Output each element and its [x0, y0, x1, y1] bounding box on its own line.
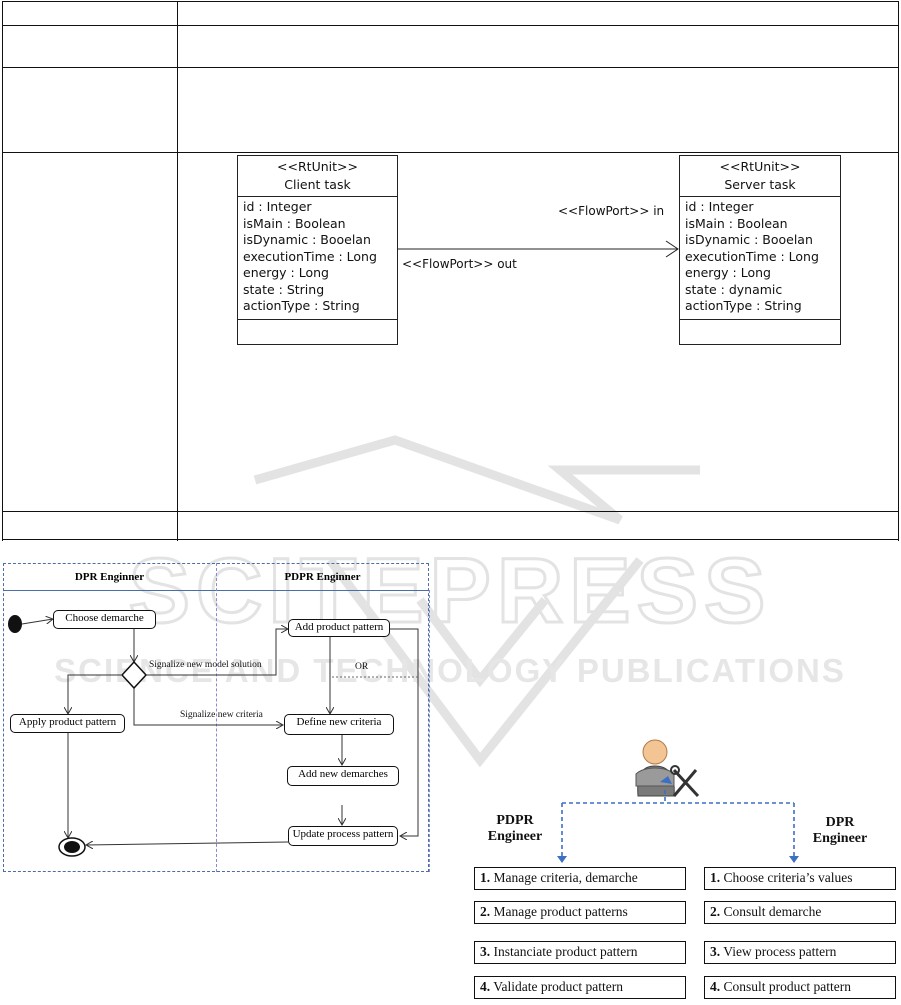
- flowport-connector: [397, 240, 679, 258]
- class-stereotype: <<RtUnit>>: [719, 159, 801, 174]
- role-title-pdpr-line1: PDPR: [496, 813, 534, 828]
- class-attribute: state : dynamic: [685, 281, 783, 297]
- server-task-class: <<RtUnit>> Server task id : Integer isMa…: [679, 155, 841, 345]
- role-title-dpr-line2: Engineer: [812, 831, 868, 846]
- class-attribute: isMain : Boolean: [243, 215, 346, 231]
- swimlane-divider: [216, 563, 217, 872]
- activity-add-new-demarches: Add new demarches: [287, 766, 399, 786]
- activity-apply-product-pattern: Apply product pattern: [10, 714, 125, 733]
- class-attributes: id : Integer isMain : Boolean isDynamic …: [680, 197, 840, 320]
- class-attribute: actionType : String: [243, 298, 360, 313]
- class-attribute: id : Integer: [685, 199, 754, 214]
- table-rule-top: [2, 1, 899, 2]
- pattern-table: [2, 1, 899, 541]
- flowport-in-label: <<FlowPort>> in: [558, 204, 665, 218]
- table-rule: [2, 152, 899, 153]
- table-rule: [2, 67, 899, 68]
- activity-diagram: [0, 560, 432, 872]
- class-attribute: executionTime : Long: [685, 248, 819, 264]
- activity-define-new-criteria: Define new criteria: [284, 714, 394, 735]
- dpr-task-2: 2. Consult demarche: [704, 901, 896, 924]
- lane-dpr-engineer: DPR Enginner: [74, 571, 145, 583]
- table-column-divider: [177, 1, 178, 541]
- class-attribute: isDynamic : Booelan: [685, 232, 813, 247]
- dpr-task-3: 3. View process pattern: [704, 941, 896, 964]
- class-name: Client task: [284, 177, 351, 192]
- edge-label-or: OR: [355, 662, 369, 672]
- table-rule: [2, 511, 899, 512]
- decision-node: [120, 660, 148, 690]
- role-title-dpr: DPR Engineer: [780, 815, 900, 847]
- class-attribute: actionType : String: [685, 298, 802, 313]
- pdpr-task-1: 1. Manage criteria, demarche: [474, 867, 686, 890]
- lane-pdpr-engineer: PDPR Enginner: [284, 571, 361, 583]
- activity-add-product-pattern: Add product pattern: [288, 619, 390, 637]
- pdpr-task-4: 4. Validate product pattern: [474, 976, 686, 999]
- table-rule: [2, 25, 899, 26]
- class-attribute: isMain : Boolean: [685, 215, 788, 231]
- class-attribute: executionTime : Long: [243, 248, 377, 264]
- role-title-pdpr-line2: Engineer: [487, 829, 543, 844]
- class-header: <<RtUnit>> Client task: [238, 156, 397, 197]
- class-name: Server task: [724, 177, 796, 192]
- swimlane-divider-right: [429, 590, 430, 872]
- class-header: <<RtUnit>> Server task: [680, 156, 840, 197]
- edge-label-signalize-model: Signalize new model solution: [149, 660, 262, 670]
- pdpr-task-3: 3. Instanciate product pattern: [474, 941, 686, 964]
- class-attribute: energy : Long: [685, 265, 771, 280]
- activity-update-process-pattern: Update process pattern: [288, 826, 398, 846]
- role-title-dpr-line1: DPR: [825, 815, 855, 830]
- engineer-avatar-icon: [635, 739, 700, 798]
- class-attribute: state : String: [243, 281, 325, 297]
- client-task-class: <<RtUnit>> Client task id : Integer isMa…: [237, 155, 398, 345]
- table-border-left: [2, 1, 3, 541]
- initial-node: [8, 615, 22, 633]
- class-attributes: id : Integer isMain : Boolean isDynamic …: [238, 197, 397, 320]
- class-stereotype: <<RtUnit>>: [277, 159, 358, 174]
- table-rule-bottom: [2, 539, 899, 540]
- role-title-pdpr: PDPR Engineer: [470, 813, 560, 845]
- class-attribute: id : Integer: [243, 199, 312, 214]
- table-border-right: [898, 1, 899, 541]
- flowport-out-label: <<FlowPort>> out: [402, 257, 517, 271]
- dpr-task-1: 1. Choose criteria’s values: [704, 867, 896, 890]
- dpr-task-4: 4. Consult product pattern: [704, 976, 896, 999]
- class-attribute: isDynamic : Booelan: [243, 232, 371, 247]
- activity-choose-demarche: Choose demarche: [53, 610, 156, 629]
- pdpr-task-2: 2. Manage product patterns: [474, 901, 686, 924]
- edge-label-signalize-criteria: Signalize new criteria: [180, 710, 263, 720]
- class-attribute: energy : Long: [243, 265, 329, 280]
